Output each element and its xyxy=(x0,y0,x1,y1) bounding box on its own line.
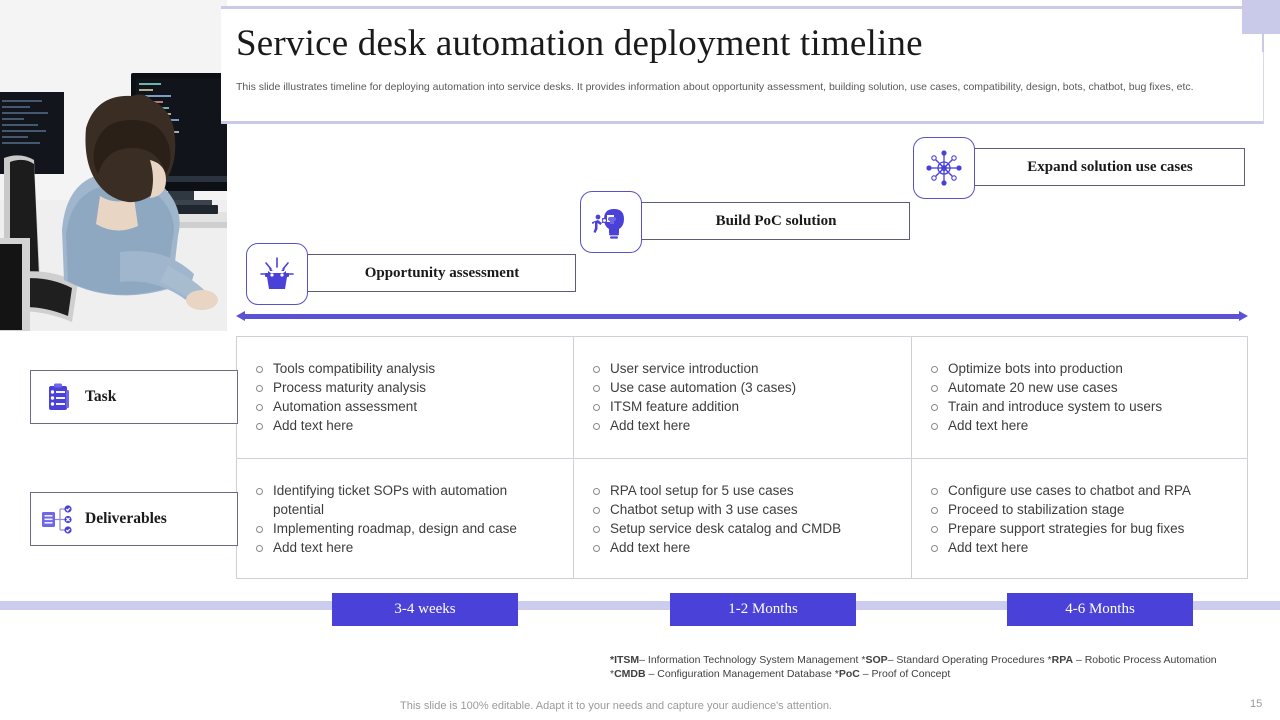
opportunity-assessment-icon xyxy=(246,243,308,305)
arrowhead-right-icon xyxy=(1239,311,1248,321)
duration-band xyxy=(0,601,1280,610)
list-item: Automation assessment xyxy=(251,397,559,416)
milestone-label-2: Build PoC solution xyxy=(715,212,837,229)
row-label-deliverables[interactable]: Deliverables xyxy=(30,492,238,546)
list-item: Add text here xyxy=(926,416,1235,435)
list-item: Identifying ticket SOPs with automation … xyxy=(251,481,559,519)
list-item: Train and introduce system to users xyxy=(926,397,1235,416)
list-item: Setup service desk catalog and CMDB xyxy=(588,519,897,538)
clipboard-checklist-icon xyxy=(31,381,85,413)
page-title: Service desk automation deployment timel… xyxy=(236,23,923,64)
duration-badge-1[interactable]: 3-4 weeks xyxy=(332,593,518,626)
footnote-def-poc: – Proof of Concept xyxy=(859,668,951,680)
footnote-def-cmdb: – Configuration Management Database * xyxy=(645,668,839,680)
milestone-label-bar-1: Opportunity assessment xyxy=(276,254,576,292)
duration-badge-3[interactable]: 4-6 Months xyxy=(1007,593,1193,626)
list-item: RPA tool setup for 5 use cases xyxy=(588,481,897,500)
list-item: Add text here xyxy=(251,538,559,557)
footnote-term-poc: PoC xyxy=(838,668,860,680)
list-item: Automate 20 new use cases xyxy=(926,378,1235,397)
milestone-label-bar-3: Expand solution use cases xyxy=(943,148,1245,186)
list-item: Proceed to stabilization stage xyxy=(926,500,1235,519)
row-label-task-text: Task xyxy=(85,388,117,405)
list-item: Configure use cases to chatbot and RPA xyxy=(926,481,1235,500)
deliverables-tree-icon xyxy=(31,503,85,535)
footnote-def-rpa: – Robotic Process Automation * xyxy=(610,654,1217,680)
list-item: Process maturity analysis xyxy=(251,378,559,397)
timeline-arrow xyxy=(236,311,1248,321)
bullet-list: Identifying ticket SOPs with automation … xyxy=(251,481,559,557)
list-item: User service introduction xyxy=(588,359,897,378)
poc-lightbulb-puzzle-icon xyxy=(580,191,642,253)
list-item: Add text here xyxy=(251,416,559,435)
grid-hline-1 xyxy=(237,458,1247,459)
grid-vline-1 xyxy=(573,337,574,578)
duration-badge-2[interactable]: 1-2 Months xyxy=(670,593,856,626)
list-item: Use case automation (3 cases) xyxy=(588,378,897,397)
arrowhead-left-icon xyxy=(236,311,245,321)
page-subtitle: This slide illustrates timeline for depl… xyxy=(236,81,1194,93)
list-item: Optimize bots into production xyxy=(926,359,1235,378)
hero-photo xyxy=(0,0,227,331)
milestone-label-bar-2: Build PoC solution xyxy=(610,202,910,240)
grid-vline-2 xyxy=(911,337,912,578)
footnote-term-sop: SOP xyxy=(865,654,888,666)
list-item: Add text here xyxy=(926,538,1235,557)
list-item: Implementing roadmap, design and case xyxy=(251,519,559,538)
list-item: Add text here xyxy=(588,416,897,435)
list-item: Tools compatibility analysis xyxy=(251,359,559,378)
list-item: ITSM feature addition xyxy=(588,397,897,416)
list-item: Chatbot setup with 3 use cases xyxy=(588,500,897,519)
grid-cell-deliverables-1: Identifying ticket SOPs with automation … xyxy=(237,459,573,580)
network-expansion-icon xyxy=(913,137,975,199)
footnote-def-itsm: – Information Technology System Manageme… xyxy=(639,654,866,666)
corner-accent-tick xyxy=(1262,34,1264,52)
abbreviation-footnote: *ITSM– Information Technology System Man… xyxy=(610,653,1250,681)
milestone-label-1: Opportunity assessment xyxy=(364,264,520,281)
header-panel xyxy=(221,6,1264,124)
timeline-line xyxy=(244,314,1240,319)
editable-note: This slide is 100% editable. Adapt it to… xyxy=(400,700,832,712)
footnote-def-sop: – Standard Operating Procedures * xyxy=(887,654,1052,666)
footnote-term-rpa: RPA xyxy=(1051,654,1074,666)
milestone-label-3: Expand solution use cases xyxy=(1027,158,1193,175)
page-number: 15 xyxy=(1250,698,1263,710)
list-item: Add text here xyxy=(588,538,897,557)
footnote-term-itsm: *ITSM xyxy=(610,654,640,666)
corner-accent-square xyxy=(1242,0,1280,34)
row-label-task[interactable]: Task xyxy=(30,370,238,424)
row-label-deliverables-text: Deliverables xyxy=(85,510,167,527)
list-item: Prepare support strategies for bug fixes xyxy=(926,519,1235,538)
footnote-term-cmdb: CMDB xyxy=(614,668,646,680)
